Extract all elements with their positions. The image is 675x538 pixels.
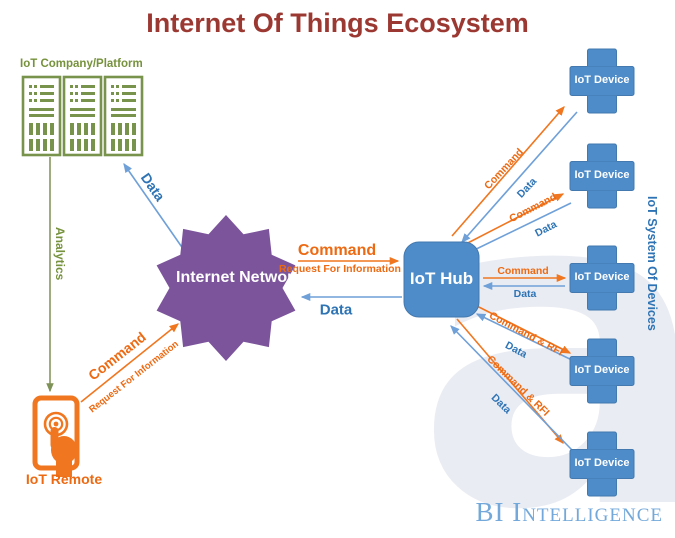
iot-system-of-devices-label: IoT System Of Devices [645, 196, 659, 331]
arrow-label-data: Data [319, 301, 353, 319]
iot-device-label: IoT Device [574, 74, 630, 86]
iot-device-label: IoT Device [574, 457, 630, 469]
platform-label: IoT Company/Platform [20, 58, 143, 70]
connection-arrows [46, 106, 578, 451]
internet-network-node [156, 215, 296, 361]
internet-network-label: Internet Network [176, 269, 303, 286]
arrow-label-data: Data [513, 288, 537, 300]
iot-hub-label: IoT Hub [409, 269, 474, 288]
arrow-label-request-for-information: Request For Information [279, 263, 401, 275]
remote-label: IoT Remote [25, 471, 103, 487]
iot-remote-node [32, 395, 80, 477]
iot-device-label: IoT Device [574, 364, 630, 376]
iot-device-label: IoT Device [574, 271, 630, 283]
arrow-label-command: Command [297, 242, 377, 259]
iot-hub-node [403, 241, 480, 318]
analytics-label: Analytics [53, 227, 67, 281]
page-title: Internet Of Things Ecosystem [146, 8, 529, 38]
iot-device-label: IoT Device [574, 169, 630, 181]
iot-company-platform-node [21, 75, 144, 157]
arrow-label-command: Command [497, 265, 549, 277]
bi-intelligence-logo: BI Intelligence [475, 497, 663, 527]
